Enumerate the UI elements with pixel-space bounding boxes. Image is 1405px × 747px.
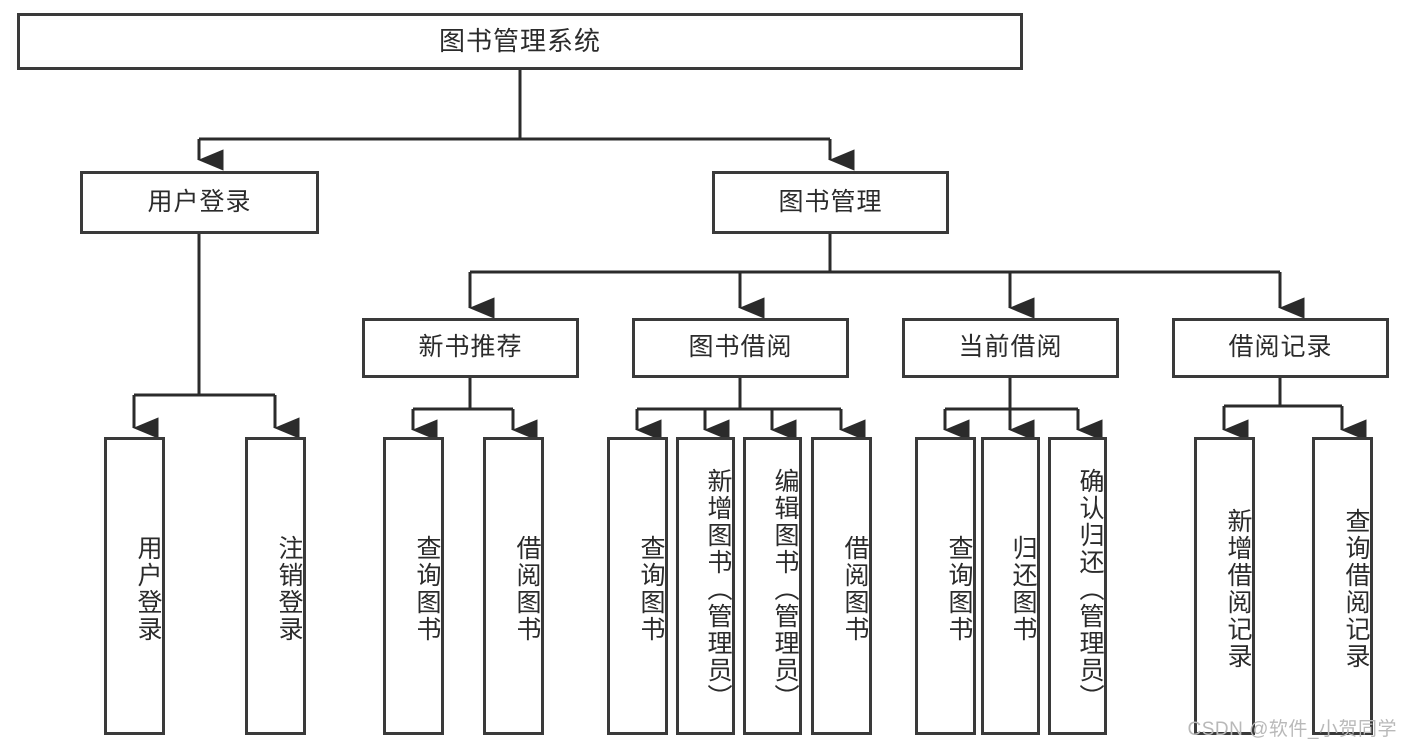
leaf-query-book-recommend[interactable]: 查询图书 [383, 437, 444, 735]
node-label: 图书管理 [778, 187, 883, 216]
node-label: 查询图书 [945, 535, 973, 643]
node-label: 新增图书（管理员） [704, 467, 732, 711]
leaf-edit-book-admin[interactable]: 编辑图书（管理员） [743, 437, 802, 735]
node-label: 编辑图书（管理员） [771, 467, 799, 711]
leaf-query-borrow-record[interactable]: 查询借阅记录 [1312, 437, 1373, 735]
node-label: 查询借阅记录 [1342, 508, 1370, 670]
node-user-login[interactable]: 用户登录 [80, 171, 319, 234]
leaf-user-login[interactable]: 用户登录 [104, 437, 165, 735]
leaf-return-book[interactable]: 归还图书 [981, 437, 1040, 735]
node-label: 用户登录 [147, 187, 252, 216]
node-current-borrow[interactable]: 当前借阅 [902, 318, 1119, 378]
watermark-text: CSDN @软件_小贺同学 [1187, 719, 1397, 740]
node-new-book-recommend[interactable]: 新书推荐 [362, 318, 579, 378]
leaf-borrow-book[interactable]: 借阅图书 [811, 437, 872, 735]
node-label: 图书借阅 [688, 333, 793, 362]
node-book-management[interactable]: 图书管理 [712, 171, 949, 234]
node-label: 新增借阅记录 [1224, 508, 1252, 670]
node-label: 确认归还（管理员） [1076, 467, 1104, 711]
leaf-confirm-return-admin[interactable]: 确认归还（管理员） [1048, 437, 1107, 735]
leaf-logout[interactable]: 注销登录 [245, 437, 306, 735]
leaf-query-book-borrow[interactable]: 查询图书 [607, 437, 668, 735]
node-root-system[interactable]: 图书管理系统 [17, 13, 1023, 70]
leaf-query-book-current[interactable]: 查询图书 [915, 437, 976, 735]
node-label: 借阅图书 [841, 535, 869, 643]
node-label: 借阅图书 [513, 535, 541, 643]
node-borrow-record[interactable]: 借阅记录 [1172, 318, 1389, 378]
node-label: 查询图书 [637, 535, 665, 643]
leaf-borrow-book-recommend[interactable]: 借阅图书 [483, 437, 544, 735]
leaf-add-book-admin[interactable]: 新增图书（管理员） [676, 437, 735, 735]
node-label: 图书管理系统 [438, 26, 601, 57]
node-book-borrow[interactable]: 图书借阅 [632, 318, 849, 378]
node-label: 归还图书 [1009, 535, 1037, 643]
leaf-add-borrow-record[interactable]: 新增借阅记录 [1194, 437, 1255, 735]
node-label: 当前借阅 [958, 333, 1063, 362]
node-label: 查询图书 [413, 535, 441, 643]
node-label: 新书推荐 [418, 333, 523, 362]
node-label: 借阅记录 [1228, 333, 1333, 362]
node-label: 注销登录 [275, 535, 303, 643]
node-label: 用户登录 [134, 535, 162, 643]
